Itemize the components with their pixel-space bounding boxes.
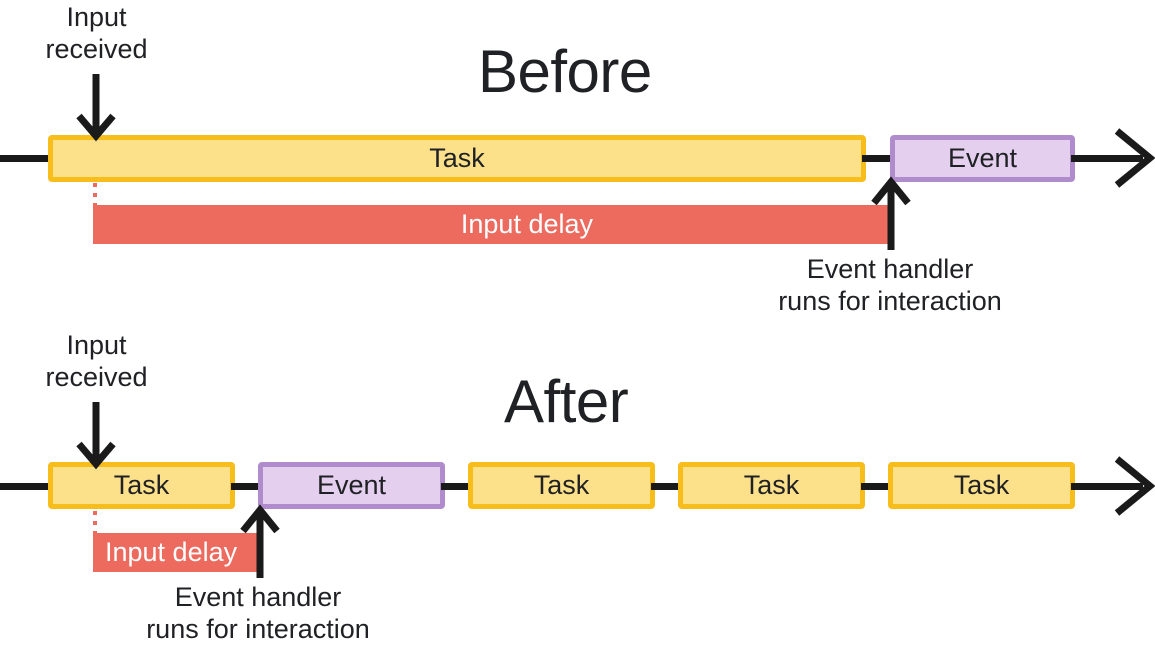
before-input-received-label: Input received (45, 2, 148, 64)
before-timeline-left-segment (0, 155, 50, 162)
after-task-box-2: Task (468, 462, 655, 509)
after-task-box-1: Task (48, 462, 235, 509)
after-input-tick (93, 511, 97, 535)
after-timeline-segment-1 (231, 483, 262, 490)
before-event-label: Event (947, 143, 1018, 173)
after-event-label: Event (316, 470, 387, 500)
before-timeline-right-segment (1071, 155, 1143, 162)
after-timeline-left-segment (0, 483, 50, 490)
after-task-box-4: Task (888, 462, 1075, 509)
after-event-box: Event (258, 462, 445, 509)
after-task-label-3: Task (743, 470, 800, 500)
after-task-label-4: Task (953, 470, 1010, 500)
before-timeline-mid-segment (862, 155, 894, 162)
after-input-delay-bar: Input delay (93, 533, 261, 572)
before-task-box: Task (48, 135, 866, 182)
before-task-label: Task (429, 143, 485, 173)
section-title-before: Before (478, 38, 652, 105)
after-task-label-1: Task (113, 470, 170, 500)
before-input-tick (93, 183, 97, 207)
before-input-received-arrow (76, 74, 116, 142)
after-timeline-segment-3 (651, 483, 682, 490)
after-timeline-segment-4 (861, 483, 892, 490)
before-event-handler-label: Event handler runs for interaction (778, 254, 1002, 316)
after-input-received-label: Input received (45, 330, 148, 392)
after-task-label-2: Task (533, 470, 590, 500)
after-task-box-3: Task (678, 462, 865, 509)
before-input-delay-label: Input delay (460, 209, 593, 239)
after-timeline-right-segment (1071, 483, 1143, 490)
before-input-delay-bar: Input delay (93, 205, 888, 244)
before-event-box: Event (890, 135, 1075, 182)
after-input-delay-label: Input delay (105, 537, 238, 567)
after-event-handler-label: Event handler runs for interaction (146, 582, 370, 644)
section-title-after: After (504, 368, 629, 435)
after-input-received-arrow (76, 402, 116, 470)
after-timeline-segment-2 (441, 483, 472, 490)
